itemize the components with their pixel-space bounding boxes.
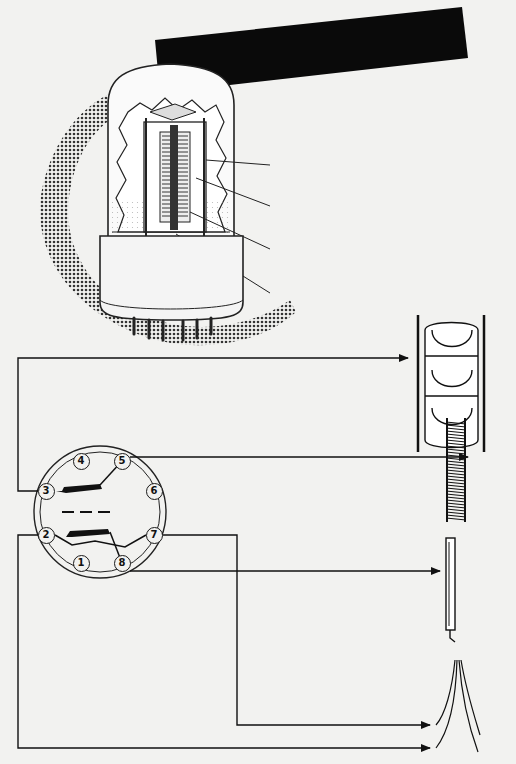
- pin-circle: 2: [38, 527, 55, 544]
- pin-circle: 7: [146, 527, 163, 544]
- pin-number: 8: [119, 558, 126, 568]
- heater-part: [436, 660, 480, 752]
- pin-number: 4: [78, 456, 85, 466]
- pin-circle: 8: [114, 555, 131, 572]
- envelope-symbol: [40, 452, 160, 572]
- pin-circle: 4: [73, 453, 90, 470]
- pin-number: 3: [43, 486, 50, 496]
- base-pins: [134, 318, 211, 340]
- triode-symbol: [55, 461, 146, 563]
- pin-circle: 5: [114, 453, 131, 470]
- pin-circle: 1: [73, 555, 90, 572]
- pin-number: 2: [43, 530, 50, 540]
- glass-envelope: [108, 64, 234, 238]
- tube-base: [100, 236, 243, 320]
- grid-part: [446, 418, 466, 522]
- pin-number: 5: [119, 456, 126, 466]
- plate-part: [418, 315, 484, 452]
- wires: [18, 358, 468, 748]
- pin-number: 6: [151, 486, 158, 496]
- base-outline: [34, 446, 166, 578]
- pin-circle: 3: [38, 483, 55, 500]
- pin-number: 1: [78, 558, 85, 568]
- cathode-part: [446, 538, 455, 642]
- halftone-arc: [40, 88, 296, 345]
- pin-circle: 6: [146, 483, 163, 500]
- pin-number: 7: [151, 530, 158, 540]
